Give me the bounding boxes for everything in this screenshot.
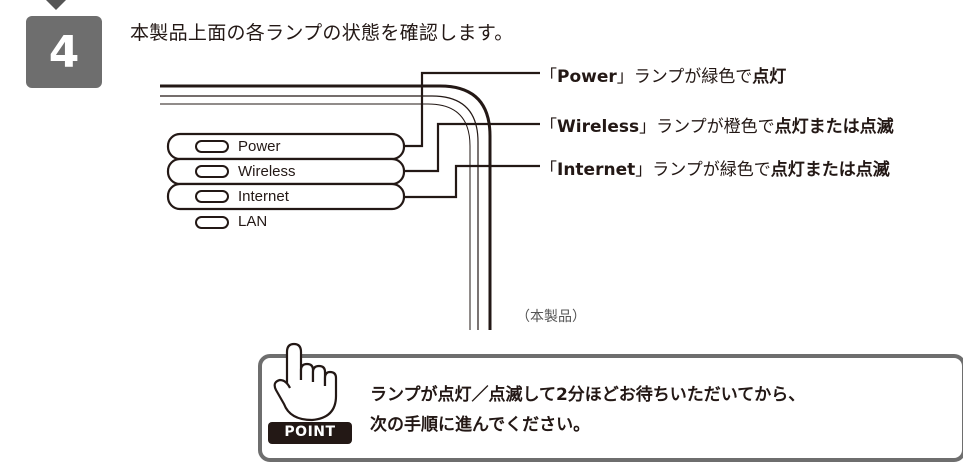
lamp-power-icon xyxy=(195,140,229,153)
leader-line-wireless xyxy=(404,122,540,173)
lamp-label-internet: Internet xyxy=(238,188,289,205)
lamp-label-lan: LAN xyxy=(238,213,268,230)
step-arrow-icon xyxy=(46,0,66,10)
callout-wireless: 「Wireless」ランプが橙色で点灯または点滅 xyxy=(540,117,894,137)
point-text: ランプが点灯／点滅して2分ほどお待ちいただいてから、 次の手順に進んでください。 xyxy=(370,380,805,440)
product-label: （本製品） xyxy=(516,309,586,325)
lamp-label-wireless: Wireless xyxy=(238,163,296,180)
callout-internet: 「Internet」ランプが緑色で点灯または点滅 xyxy=(540,160,890,180)
lamp-label-power: Power xyxy=(238,138,281,155)
callout-power: 「Power」ランプが緑色で点灯 xyxy=(540,67,787,87)
point-badge-label: POINT xyxy=(284,424,336,440)
point-text-line2: 次の手順に進んでください。 xyxy=(370,415,591,435)
lamp-internet-icon xyxy=(195,190,229,203)
step-heading: 本製品上面の各ランプの状態を確認します。 xyxy=(130,22,514,44)
lamp-wireless-icon xyxy=(195,165,229,178)
leader-line-power xyxy=(404,71,540,148)
step-number-badge: 4 xyxy=(26,16,102,88)
point-text-line1: ランプが点灯／点滅して2分ほどお待ちいただいてから、 xyxy=(370,385,806,405)
lamp-lan-icon xyxy=(195,216,229,229)
leader-line-internet xyxy=(404,164,540,199)
